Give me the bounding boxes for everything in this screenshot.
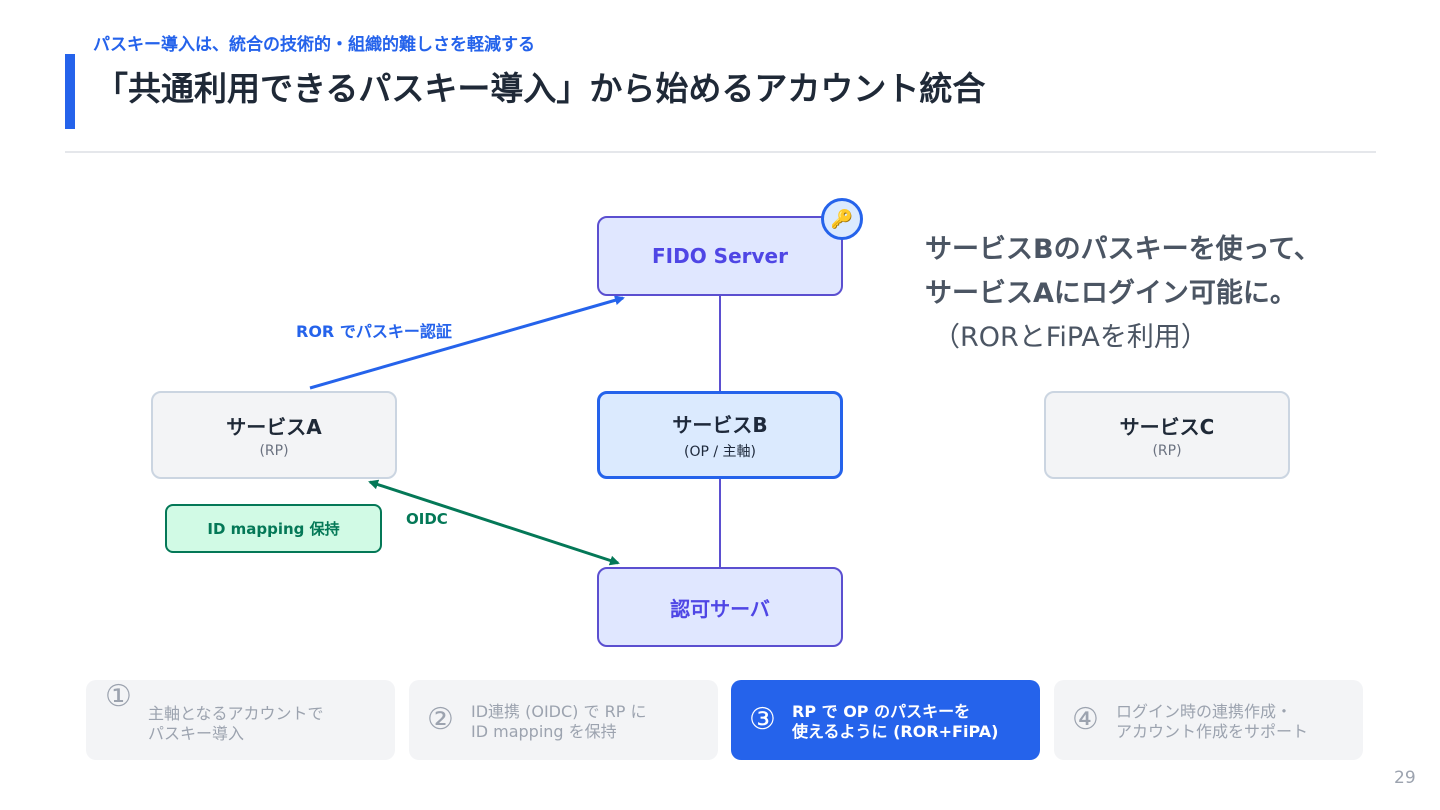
step-2-card: ② ID連携 (OIDC) で RP に ID mapping を保持: [409, 680, 718, 760]
service-a-node: サービスA (RP): [151, 391, 397, 479]
step-1-line-2: パスキー導入: [148, 724, 245, 743]
service-c-node: サービスC (RP): [1044, 391, 1290, 479]
step-3-number: ③: [749, 702, 776, 737]
callout-line-3: （RORとFiPAを利用）: [933, 322, 1208, 353]
step-1-card: ① 主軸となるアカウントで パスキー導入: [86, 680, 395, 760]
step-4-number: ④: [1072, 702, 1099, 737]
step-list: ① 主軸となるアカウントで パスキー導入 ② ID連携 (OIDC) で RP …: [86, 680, 1363, 760]
fido-server-label: FIDO Server: [652, 244, 788, 268]
slide-title: 「共通利用できるパスキー導入」から始めるアカウント統合: [95, 69, 986, 108]
header-divider: [65, 151, 1376, 153]
id-mapping-label: ID mapping 保持: [207, 520, 340, 538]
title-accent-bar: [65, 54, 75, 129]
service-b-node: サービスB (OP / 主軸): [597, 391, 843, 479]
step-3-line-2: 使えるように (ROR+FiPA): [792, 722, 999, 741]
service-b-label: サービスB: [672, 413, 768, 437]
step-1-number: ①: [105, 679, 132, 714]
service-c-label: サービスC: [1119, 415, 1215, 439]
step-3-line-1: RP で OP のパスキーを: [792, 702, 971, 721]
service-b-role: (OP / 主軸): [683, 444, 756, 460]
authz-server-node: 認可サーバ: [597, 567, 843, 647]
step-1-line-1: 主軸となるアカウントで: [148, 704, 324, 723]
step-4-line-1: ログイン時の連携作成・: [1116, 702, 1293, 721]
ror-arrow: [309, 295, 625, 390]
service-a-label: サービスA: [226, 415, 322, 439]
service-a-role: (RP): [259, 443, 289, 459]
page-number: 29: [1394, 768, 1416, 788]
oidc-edge-label: OIDC: [406, 510, 448, 528]
step-2-line-2: ID mapping を保持: [471, 722, 617, 741]
id-mapping-node: ID mapping 保持: [165, 504, 382, 553]
step-4-line-2: アカウント作成をサポート: [1116, 722, 1309, 741]
step-4-card: ④ ログイン時の連携作成・ アカウント作成をサポート: [1054, 680, 1363, 760]
step-2-number: ②: [427, 702, 454, 737]
ror-edge-label: ROR でパスキー認証: [296, 322, 452, 341]
step-3-card: ③ RP で OP のパスキーを 使えるように (ROR+FiPA): [731, 680, 1040, 760]
fido-server-node: FIDO Server: [597, 216, 843, 296]
callout-line-1: サービスBのパスキーを使って、: [925, 234, 1321, 265]
callout-line-2: サービスAにログイン可能に。: [925, 278, 1297, 309]
step-2-line-1: ID連携 (OIDC) で RP に: [471, 702, 647, 721]
slide-subtitle: パスキー導入は、統合の技術的・組織的難しさを軽減する: [93, 35, 535, 55]
key-icon: 🔑: [821, 198, 863, 240]
callout-text: サービスBのパスキーを使って、 サービスAにログイン可能に。 （RORとFiPA…: [925, 228, 1321, 360]
authz-server-label: 認可サーバ: [670, 596, 770, 621]
oidc-arrow: [368, 479, 620, 566]
service-c-role: (RP): [1152, 443, 1182, 459]
